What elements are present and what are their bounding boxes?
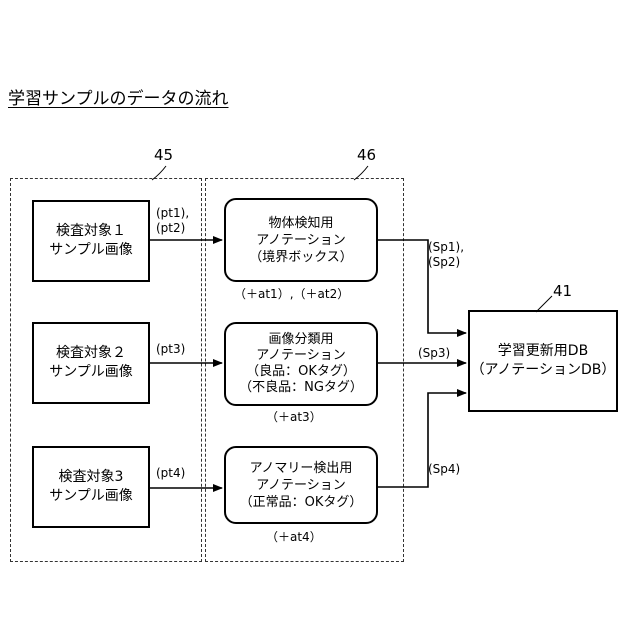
leader-46: [354, 166, 368, 180]
arrow-annotation1-to-db: [378, 240, 466, 333]
leader-41: [536, 296, 552, 312]
leader-45: [152, 166, 166, 180]
arrow-annotation3-to-db: [378, 393, 466, 487]
